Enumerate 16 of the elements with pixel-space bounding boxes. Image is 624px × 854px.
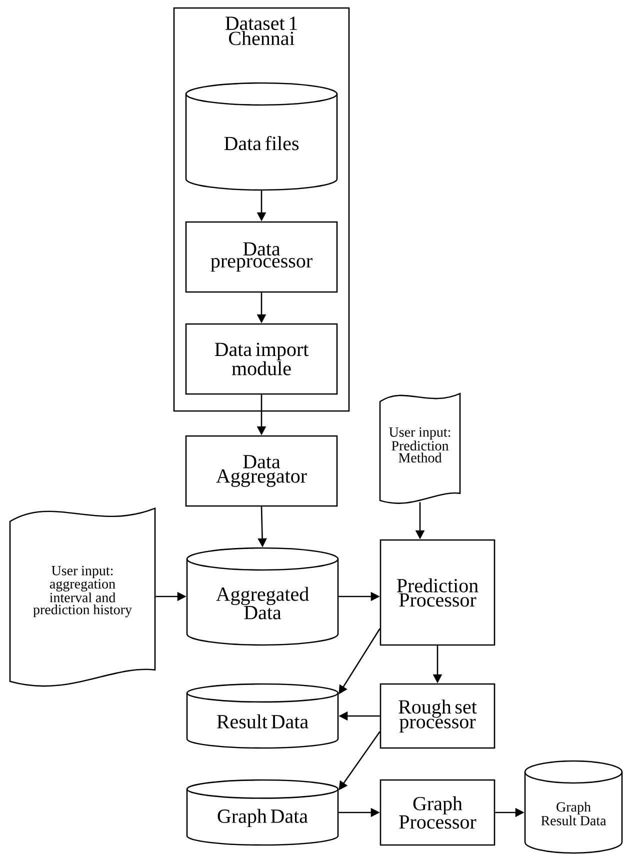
database-cylinder: Graph Data bbox=[186, 779, 339, 846]
node-label: Graph Result Data bbox=[541, 802, 606, 826]
node-label: Data files bbox=[224, 136, 299, 150]
node-label: Graph Data bbox=[218, 808, 308, 828]
process-box: Data preprocessor bbox=[185, 221, 338, 293]
process-box: Prediction Processor bbox=[380, 539, 496, 646]
process-box: Rough set processor bbox=[380, 683, 496, 749]
node-label: Aggregated Data bbox=[216, 586, 309, 620]
database-cylinder: Data files bbox=[185, 82, 338, 191]
process-box: Graph Processor bbox=[380, 779, 496, 846]
node-label: Result Data bbox=[216, 714, 308, 728]
database-cylinder: Graph Result Data bbox=[524, 760, 623, 854]
database-cylinder: Result Data bbox=[186, 683, 339, 749]
database-cylinder: Aggregated Data bbox=[186, 547, 339, 646]
process-box: Data Aggregator bbox=[185, 435, 338, 507]
process-box: Data import module bbox=[185, 323, 338, 395]
